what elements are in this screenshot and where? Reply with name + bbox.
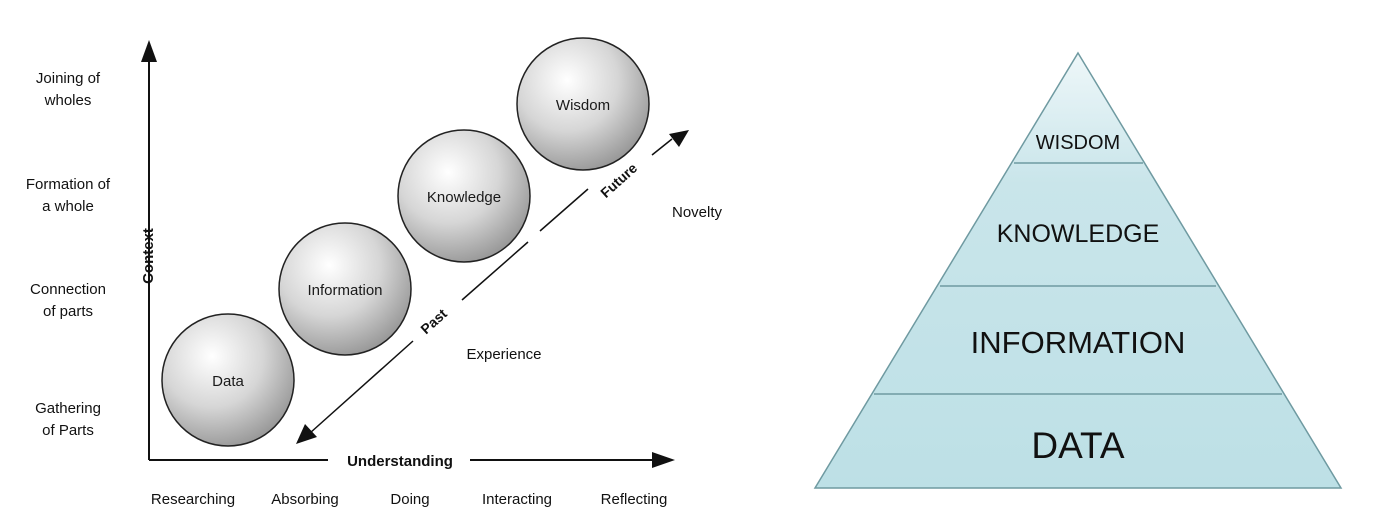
past-arrowhead — [296, 424, 317, 444]
x-level-reflecting: Reflecting — [601, 491, 668, 508]
y-level-joining-line2: wholes — [44, 92, 92, 109]
stage-information: Information — [278, 222, 412, 356]
y-level-formation-line1: Formation of — [26, 176, 111, 193]
y-axis-arrowhead — [141, 40, 157, 62]
y-level-connection-line1: Connection — [30, 281, 106, 298]
stage-wisdom-label: Wisdom — [556, 97, 610, 114]
stage-knowledge-label: Knowledge — [427, 189, 501, 206]
stage-data: Data — [161, 313, 295, 447]
y-axis-title: Context — [140, 228, 157, 284]
stage-wisdom: Wisdom — [516, 37, 650, 171]
pyramid-tier-information: INFORMATION — [971, 325, 1186, 360]
experience-label: Experience — [466, 346, 541, 363]
pyramid-tier-knowledge: KNOWLEDGE — [997, 220, 1160, 248]
stage-data-label: Data — [212, 373, 244, 390]
stage-knowledge: Knowledge — [397, 129, 531, 263]
pyramid-body — [813, 51, 1343, 489]
x-level-absorbing: Absorbing — [271, 491, 339, 508]
stage-information-label: Information — [307, 282, 382, 299]
pyramid-tier-data: DATA — [1031, 425, 1125, 466]
y-level-joining-line1: Joining of — [36, 70, 101, 87]
past-label: Past — [417, 305, 450, 337]
y-level-gathering-line2: of Parts — [42, 422, 94, 439]
future-arrowhead — [669, 130, 689, 147]
dikw-pyramid: WISDOM KNOWLEDGE INFORMATION DATA — [813, 51, 1343, 489]
novelty-label: Novelty — [672, 204, 723, 221]
x-axis-title: Understanding — [347, 453, 453, 470]
x-axis-arrowhead — [652, 452, 675, 468]
x-level-doing: Doing — [390, 491, 429, 508]
pyramid-tier-wisdom: WISDOM — [1036, 132, 1120, 154]
x-level-interacting: Interacting — [482, 491, 552, 508]
understanding-diagram: Context Understanding Joining of wholes … — [26, 37, 723, 508]
x-level-researching: Researching — [151, 491, 235, 508]
y-level-connection-line2: of parts — [43, 303, 93, 320]
y-level-gathering-line1: Gathering — [35, 400, 101, 417]
y-level-formation-line2: a whole — [42, 198, 94, 215]
